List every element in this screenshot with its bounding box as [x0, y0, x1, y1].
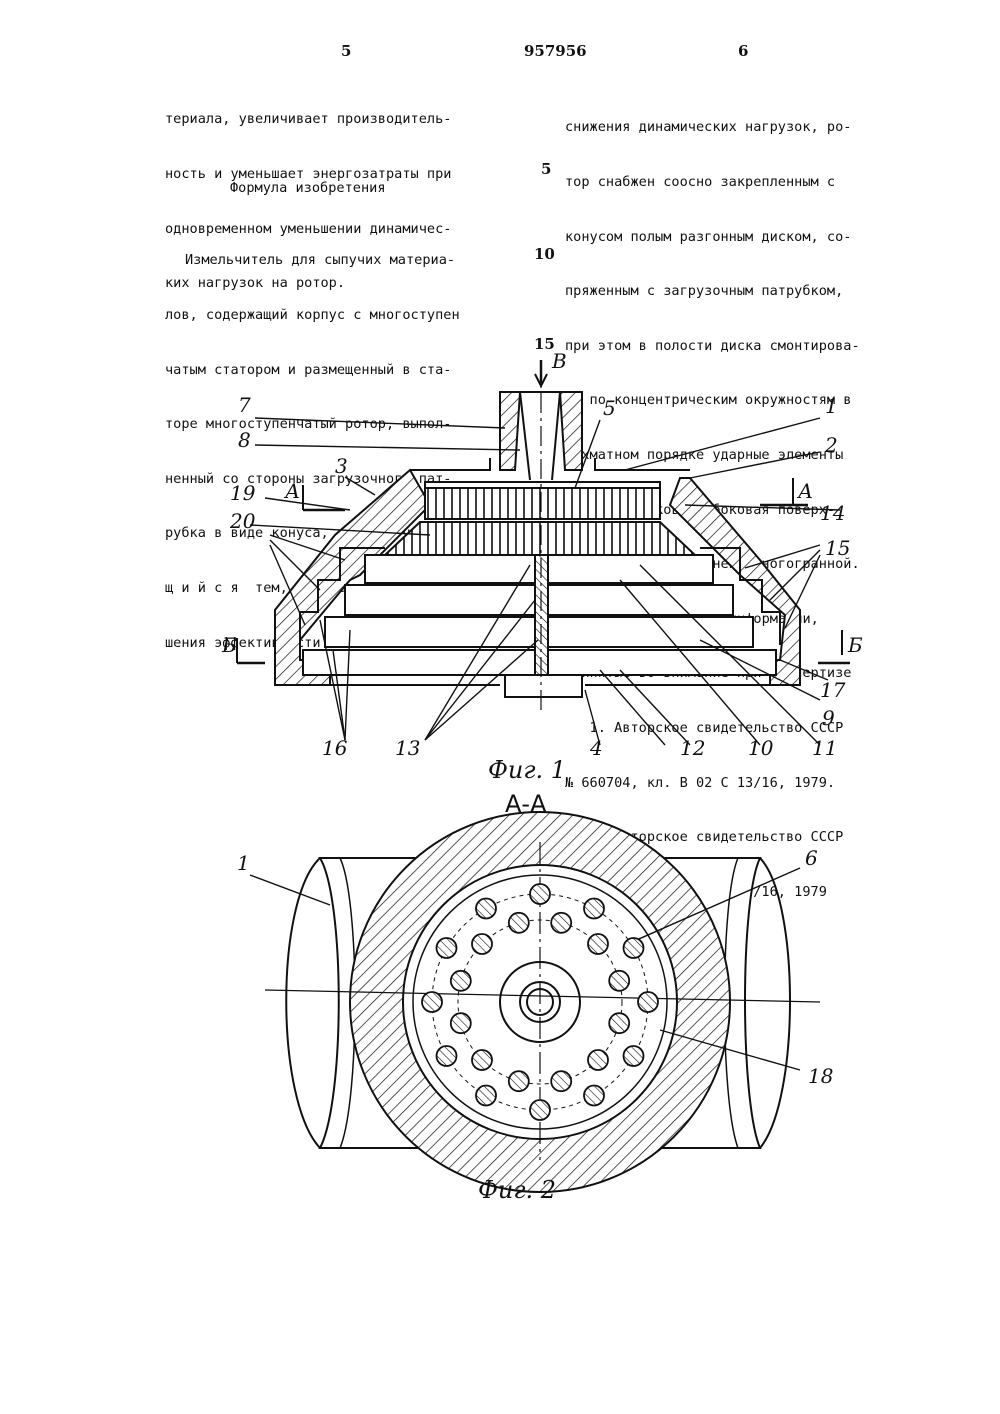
roller-element — [609, 1013, 629, 1033]
fig1-label-19: 19 — [230, 481, 256, 505]
figure-1-caption: Фиг. 1 — [488, 756, 566, 784]
fig1-label-7: 7 — [238, 393, 251, 417]
roller-element — [551, 913, 571, 933]
rotor-tier — [548, 617, 753, 647]
fig1-label-20: 20 — [229, 509, 256, 533]
fig1-label-4: 4 — [589, 736, 603, 760]
fig1-label-5: 5 — [603, 396, 616, 420]
roller-element — [624, 1046, 644, 1066]
roller-element — [472, 1050, 492, 1070]
fig1-label-17: 17 — [820, 678, 846, 702]
shaft-hub — [505, 675, 582, 697]
roller-element — [437, 1046, 457, 1066]
roller-element — [476, 1086, 496, 1106]
fig1-label-3: 3 — [335, 454, 348, 478]
roller-element — [451, 971, 471, 991]
roller-element — [422, 992, 442, 1012]
roller-element — [584, 899, 604, 919]
roller-element — [530, 884, 550, 904]
rotor-tier — [325, 617, 535, 647]
rotor-cone — [385, 522, 695, 555]
fig1-label-1: 1 — [825, 394, 838, 418]
section-mark-b-left: Б — [221, 633, 237, 657]
figure-2 — [250, 812, 820, 1192]
rotor-tier — [303, 650, 535, 675]
rotor-tier — [365, 555, 535, 583]
fig1-label-13: 13 — [395, 736, 420, 760]
section-mark-b-right: Б — [847, 633, 863, 657]
fig1-label-11: 11 — [812, 736, 837, 760]
fig1-label-16: 16 — [322, 736, 348, 760]
rotor-tier — [548, 555, 713, 583]
rotor-tier — [345, 585, 535, 615]
view-arrow-label: В — [551, 349, 567, 373]
roller-element — [551, 1071, 571, 1091]
roller-element — [451, 1013, 471, 1033]
roller-element — [624, 938, 644, 958]
figure-2-caption: Фиг. 2 — [478, 1176, 556, 1204]
roller-element — [588, 934, 608, 954]
roller-element — [509, 913, 529, 933]
fig1-label-12: 12 — [680, 736, 705, 760]
fig2-label-18: 18 — [808, 1064, 833, 1088]
roller-element — [437, 938, 457, 958]
fig2-label-6: 6 — [805, 846, 818, 870]
roller-element — [588, 1050, 608, 1070]
fig2-label-1: 1 — [237, 851, 250, 875]
section-mark-a-right: А — [796, 479, 813, 503]
fig1-label-15: 15 — [825, 536, 850, 560]
rotor-tier — [548, 650, 776, 675]
roller-element — [609, 971, 629, 991]
roller-element — [638, 992, 658, 1012]
roller-element — [509, 1071, 529, 1091]
fig1-label-2: 2 — [824, 433, 838, 457]
fig1-label-9: 9 — [822, 706, 835, 730]
roller-element — [472, 934, 492, 954]
fig1-label-8: 8 — [238, 428, 251, 452]
roller-element — [476, 899, 496, 919]
fig1-label-14: 14 — [820, 501, 845, 525]
inlet-pipe-right — [560, 392, 582, 470]
section-mark-a-left: А — [283, 479, 300, 503]
inlet-pipe — [500, 392, 520, 470]
rotor-tier — [548, 585, 733, 615]
figure-1 — [237, 360, 850, 745]
roller-element — [530, 1100, 550, 1120]
roller-element — [584, 1086, 604, 1106]
fig1-label-10: 10 — [748, 736, 774, 760]
accelerating-disk — [425, 487, 660, 519]
